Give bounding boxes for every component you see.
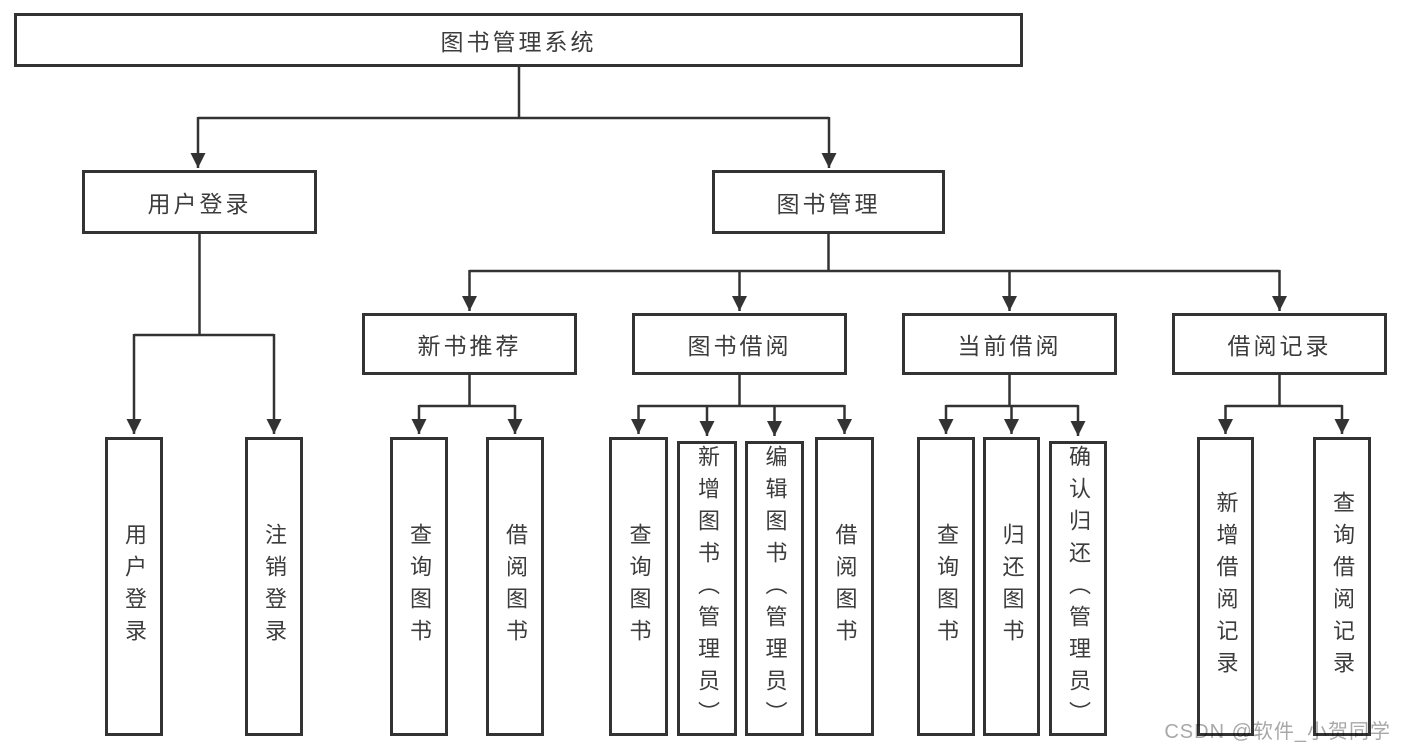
node-label: 查询图书 [626,522,652,651]
node-label: 编辑图书（管理员） [762,444,788,733]
leaf-borrow-book-newrec: 借阅图书 [486,437,544,736]
node-label: 新增图书（管理员） [695,444,720,733]
leaf-return-book: 归还图书 [983,437,1040,736]
connector-root-level2 [190,67,837,168]
node-user-login: 用户登录 [82,170,317,234]
node-label: 注销登录 [262,522,287,651]
node-label: 图书管理 [776,191,881,217]
connector-bookborrow-leaves [631,375,852,436]
node-book-mgmt: 图书管理 [712,170,945,234]
leaf-add-borrow-record: 新增借阅记录 [1197,437,1254,736]
node-new-book-rec: 新书推荐 [362,313,577,375]
leaf-query-book-borrow: 查询图书 [609,437,668,736]
node-book-borrow: 图书借阅 [632,313,847,375]
node-label: 图书管理系统 [440,29,597,55]
node-label: 确认归还（管理员） [1066,444,1091,733]
node-label: 借阅图书 [832,522,858,651]
connector-borrowrecords-leaves [1218,375,1350,434]
connector-userlogin-leaves [126,234,282,434]
node-label: 借阅图书 [503,522,528,651]
node-current-borrow: 当前借阅 [902,313,1117,375]
node-label: 用户登录 [122,522,147,651]
node-label: 新增借阅记录 [1213,490,1239,683]
node-label: 用户登录 [147,191,252,217]
connector-bookmgmt-level3 [462,234,1287,311]
leaf-query-book-current: 查询图书 [917,437,975,736]
node-label: 查询图书 [934,522,959,651]
leaf-logout: 注销登录 [245,437,303,736]
leaf-query-book-newrec: 查询图书 [390,437,448,736]
connector-newbookrec-leaves [411,375,523,434]
node-label: 新书推荐 [417,333,522,359]
node-label: 借阅记录 [1227,333,1332,359]
node-label: 查询图书 [407,522,432,651]
connector-currentborrow-leaves [938,375,1086,436]
leaf-add-book-admin: 新增图书（管理员） [677,441,737,736]
node-label: 图书借阅 [687,333,792,359]
csdn-watermark: CSDN @软件_小贺同学 [1164,721,1391,743]
node-label: 查询借阅记录 [1330,490,1355,683]
leaf-user-login: 用户登录 [105,437,163,736]
leaf-confirm-return-admin: 确认归还（管理员） [1049,441,1107,736]
leaf-edit-book-admin: 编辑图书（管理员） [745,441,804,736]
leaf-query-borrow-record: 查询借阅记录 [1313,437,1371,736]
node-label: 当前借阅 [957,333,1062,359]
node-borrow-records: 借阅记录 [1172,313,1387,375]
leaf-borrow-book-borrow: 借阅图书 [815,437,874,736]
node-label: 归还图书 [999,522,1025,651]
node-book-mgmt-system: 图书管理系统 [14,13,1023,67]
